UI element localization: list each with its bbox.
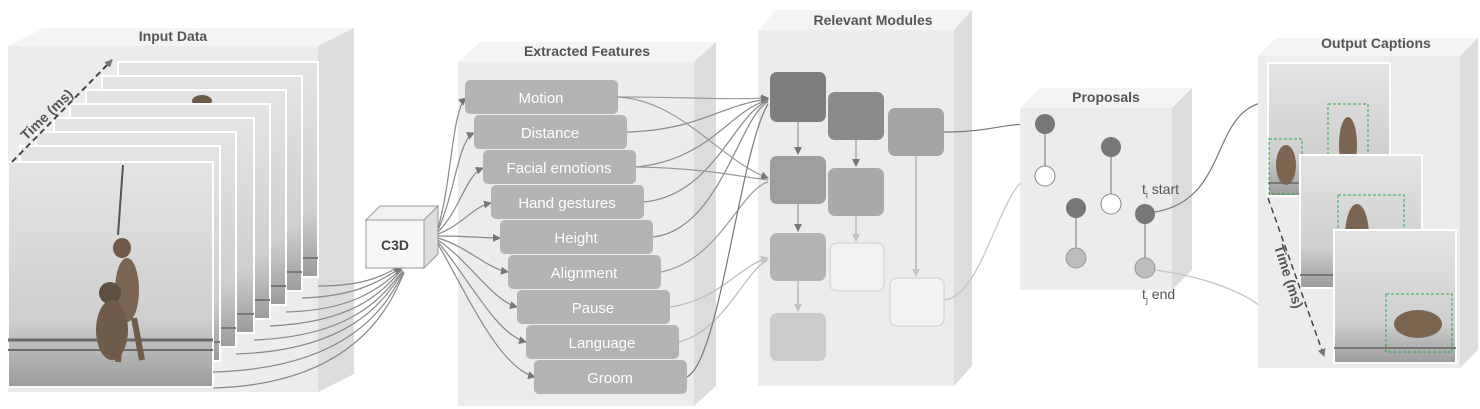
feature-distance-label: Distance: [521, 125, 579, 142]
module-node: [828, 168, 884, 216]
c3d-label: C3D: [381, 237, 409, 253]
monkey-sitting-image: [96, 282, 128, 360]
proposal-start-node: [1135, 204, 1155, 224]
module-node: [770, 156, 826, 204]
input-box-top: [8, 28, 354, 46]
feature-hand-gestures-label: Hand gestures: [518, 195, 616, 212]
output-captions-title: Output Captions: [1321, 35, 1431, 51]
feature-alignment: Alignment: [508, 255, 661, 289]
proposal-pair: [1034, 114, 1056, 187]
proposal-end-label: tj end: [1142, 286, 1175, 305]
input-box-side: [318, 28, 354, 392]
feature-height-label: Height: [554, 230, 598, 247]
input-data-title: Input Data: [139, 28, 208, 44]
feature-facial-emotions: Facial emotions: [483, 150, 636, 184]
video-frame-stack: Time (ms): [7, 59, 319, 388]
proposals-title: Proposals: [1072, 89, 1140, 105]
feature-alignment-label: Alignment: [551, 265, 619, 282]
feature-language-label: Language: [569, 335, 636, 352]
detection-box: [1385, 293, 1453, 353]
module-node: [770, 233, 826, 281]
output-time-axis-arrow: [1267, 197, 1326, 357]
output-frame: [1333, 229, 1457, 364]
relevant-modules-title: Relevant Modules: [813, 12, 932, 28]
frame-to-c3d-arrows: [212, 265, 405, 389]
feature-height: Height: [500, 220, 653, 254]
feature-to-module-arrows: [617, 94, 769, 378]
c3d-block: C3D: [364, 204, 440, 270]
feature-hand-gestures: Hand gestures: [491, 185, 644, 219]
module-node-empty: [889, 277, 945, 327]
feature-pause: Pause: [517, 290, 670, 324]
module-node: [828, 92, 884, 140]
time-axis-arrow: [11, 59, 113, 163]
module-internal-arrows: [794, 122, 920, 312]
feature-distance: Distance: [474, 115, 627, 149]
module-node-empty: [829, 242, 885, 292]
video-frame-front: [7, 161, 214, 388]
proposal-pair: [1100, 137, 1122, 215]
feature-motion: Motion: [465, 80, 618, 114]
feature-facial-emotions-label: Facial emotions: [506, 160, 611, 177]
proposal-pairs: ti start tj end: [1034, 114, 1179, 305]
c3d-to-feature-arrows: [437, 97, 536, 380]
feature-motion-label: Motion: [518, 90, 563, 107]
module-node: [770, 72, 826, 122]
feature-language: Language: [526, 325, 679, 359]
module-node: [770, 313, 826, 361]
feature-groom-label: Groom: [587, 370, 633, 387]
proposal-pair: [1065, 198, 1087, 269]
extracted-features-title: Extracted Features: [524, 43, 650, 59]
feature-list: Motion Distance Facial emotions Hand ges…: [465, 80, 687, 394]
proposal-start-label: ti start: [1142, 181, 1179, 200]
feature-pause-label: Pause: [572, 300, 615, 317]
module-grid: [770, 72, 945, 361]
module-node: [888, 108, 944, 156]
feature-groom: Groom: [534, 360, 687, 394]
proposal-end-node: [1134, 257, 1156, 279]
proposal-pair-selected: [1134, 204, 1156, 279]
